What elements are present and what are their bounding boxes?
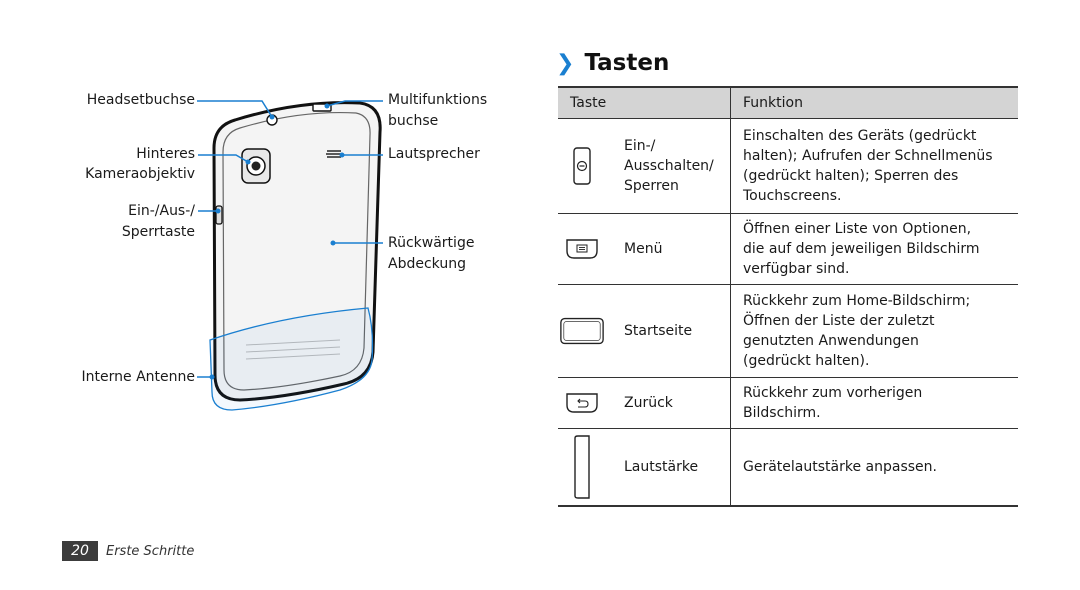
function-line: Bildschirm. [743, 404, 821, 421]
table-row: Zurück Rückkehr zum vorherigen Bildschir… [558, 377, 1018, 429]
label-rear-camera-1: Hinteres [136, 146, 195, 162]
function-line: Rückkehr zum Home-Bildschirm; [743, 292, 971, 309]
label-headset: Headsetbuchse [86, 92, 195, 108]
label-antenna: Interne Antenne [81, 369, 195, 385]
section-title-text: Tasten [584, 50, 670, 76]
key-name-line: Startseite [624, 323, 693, 339]
function-line: Rückkehr zum vorherigen [743, 384, 923, 401]
table-row: Lautstärke Gerätelautstärke anpassen. [558, 428, 1018, 507]
function-line: Öffnen einer Liste von Optionen, [743, 220, 972, 237]
function-line: halten); Aufrufen der Schnellmenüs [743, 147, 993, 164]
phone-back-figure: Headsetbuchse Multifunktions buchse Hint… [0, 0, 540, 586]
label-power-2: Sperrtaste [121, 224, 195, 240]
speaker-grill [326, 150, 341, 158]
function-line: Öffnen der Liste der zuletzt [743, 312, 935, 329]
function-line: verfügbar sind. [743, 260, 850, 277]
key-name-line: Menü [624, 241, 663, 257]
key-name-line: Ausschalten/ [624, 158, 714, 174]
label-speaker: Lautsprecher [388, 146, 480, 162]
table-header-row: Taste Funktion [558, 86, 1018, 119]
label-rear-camera-2: Kameraobjektiv [85, 166, 195, 182]
function-line: Einschalten des Geräts (gedrückt [743, 127, 977, 144]
phone-back-illustration [197, 100, 383, 411]
function-line: die auf dem jeweiligen Bildschirm [743, 240, 980, 257]
keys-table: Taste Funktion Ein-/ Ausschal [558, 86, 1018, 507]
section-title: ❯ Tasten [556, 50, 669, 76]
function-line: (gedrückt halten). [743, 352, 870, 369]
table-row: Startseite Rückkehr zum Home-Bildschirm;… [558, 284, 1018, 378]
function-line: genutzten Anwendungen [743, 332, 919, 349]
label-back-cover-1: Rückwärtige [388, 235, 475, 251]
key-name-line: Sperren [624, 178, 679, 194]
home-key-icon [558, 315, 606, 347]
label-multifunction-1: Multifunktions [388, 92, 488, 108]
volume-key-icon [558, 434, 606, 500]
menu-key-icon [558, 237, 606, 261]
function-line: Gerätelautstärke anpassen. [743, 458, 937, 475]
function-line: Touchscreens. [743, 187, 842, 204]
antenna-region [209, 307, 374, 411]
page-number: 20 [62, 541, 98, 561]
label-back-cover-2: Abdeckung [388, 256, 466, 272]
label-power-1: Ein-/Aus-/ [128, 203, 195, 219]
function-line: (gedrückt halten); Sperren des [743, 167, 959, 184]
header-key: Taste [558, 86, 731, 119]
back-key-icon [558, 391, 606, 415]
table-row: Menü Öffnen einer Liste von Optionen, di… [558, 213, 1018, 285]
key-name-line: Zurück [624, 395, 673, 411]
key-name-line: Ein-/ [624, 138, 656, 154]
header-function: Funktion [730, 86, 1018, 119]
power-key-icon [558, 146, 606, 186]
key-name-line: Lautstärke [624, 459, 699, 475]
page-footer: 20 Erste Schritte [62, 541, 194, 561]
side-power-key [215, 205, 223, 225]
chapter-name: Erste Schritte [106, 543, 195, 559]
chevron-right-icon: ❯ [556, 50, 575, 76]
table-row: Ein-/ Ausschalten/ Sperren Einschalten d… [558, 118, 1018, 214]
label-multifunction-2: buchse [388, 113, 439, 129]
